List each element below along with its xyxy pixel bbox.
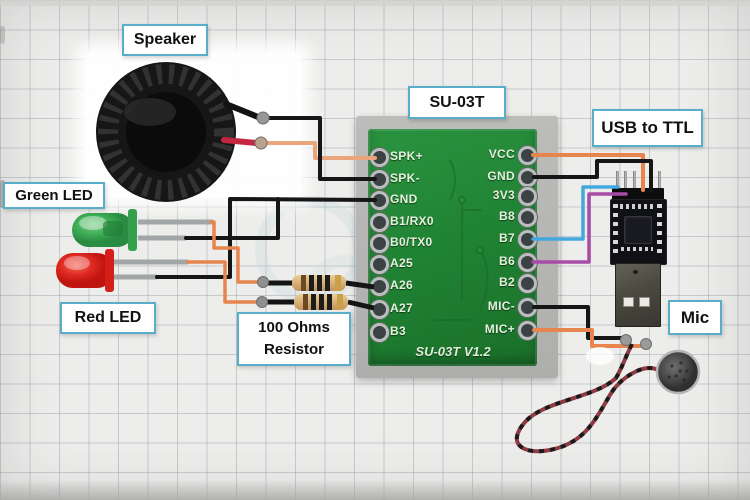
red-led: [56, 249, 188, 292]
usb-pad-column: [657, 204, 662, 258]
speaker-photo-backdrop: [85, 52, 301, 198]
paper-smudge: [0, 180, 5, 208]
pcb-pad: [369, 147, 389, 167]
pcb-pad: [517, 229, 537, 249]
pcb-pad: [517, 252, 537, 272]
pin-label-mic-plus: MIC+: [484, 322, 515, 336]
usb-silkscreen: [620, 204, 654, 209]
pin-label-3v3: 3V3: [492, 188, 515, 202]
su03t-label: SU-03T: [408, 86, 506, 119]
pin-label-b6: B6: [499, 254, 515, 268]
su03t-label-text: SU-03T: [429, 93, 485, 111]
green-led-label: Green LED: [3, 182, 105, 209]
usb-pad-column: [613, 204, 618, 258]
resistor-label: 100 Ohms Resistor: [237, 312, 351, 366]
usb-chip: [624, 216, 652, 244]
pcb-pad: [369, 233, 389, 253]
pin-label-gnd-left: GND: [390, 192, 418, 206]
pin-label-spk-plus: SPK+: [390, 149, 423, 163]
pcb-pad: [369, 276, 389, 296]
pcb-pad: [517, 273, 537, 293]
red-led-label: Red LED: [60, 302, 156, 334]
pcb-pad: [517, 167, 537, 187]
pin-label-b3: B3: [390, 324, 406, 338]
usb-connector-hole: [633, 270, 638, 274]
wire-green-anode-to-resistor: [209, 220, 260, 284]
usb-contact-slot: [639, 297, 650, 307]
pin-label-b1rx0: B1/RX0: [390, 214, 434, 228]
green-led-label-text: Green LED: [15, 187, 93, 204]
pcb-pad: [369, 169, 389, 189]
pcb-pad: [517, 320, 537, 340]
speaker-label-text: Speaker: [133, 31, 197, 48]
usb-ttl-label: USB to TTL: [592, 109, 703, 147]
pin-label-b8: B8: [499, 209, 515, 223]
usb-silkscreen: [621, 247, 653, 251]
green-led: [72, 209, 213, 251]
pcb-pad: [369, 212, 389, 232]
paper-edge-bottom: [0, 480, 750, 500]
pin-label-b2: B2: [499, 275, 515, 289]
pin-label-b0tx0: B0/TX0: [390, 235, 433, 249]
resistor-label-line2: Resistor: [263, 341, 325, 358]
pcb-pad: [517, 186, 537, 206]
paper-edge-top: [0, 0, 750, 6]
pin-label-a25: A25: [390, 256, 413, 270]
pcb-pad: [369, 322, 389, 342]
red-led-label-text: Red LED: [74, 309, 142, 326]
pcb-pad: [369, 299, 389, 319]
wire-red-anode-to-resistor: [186, 260, 259, 304]
mic-label: Mic: [668, 300, 722, 335]
usb-ttl-label-text: USB to TTL: [601, 118, 694, 137]
pcb-pad: [517, 145, 537, 165]
pin-label-mic-minus: MIC-: [487, 299, 515, 313]
pin-label-a27: A27: [390, 301, 413, 315]
usb-header-pin: [658, 171, 661, 198]
usb-connector: [615, 263, 661, 327]
paper-smudge: [0, 26, 5, 44]
pin-label-b7: B7: [499, 231, 515, 245]
mic-label-text: Mic: [680, 307, 710, 327]
pcb-pad: [517, 297, 537, 317]
pin-label-a26: A26: [390, 278, 413, 292]
pcb-pad: [369, 254, 389, 274]
mic-capsule: [655, 349, 701, 395]
pin-label-gnd-right: GND: [487, 169, 515, 183]
pcb-pad: [517, 207, 537, 227]
speaker-label: Speaker: [122, 24, 208, 56]
pin-label-spk-minus: SPK-: [390, 171, 420, 185]
usb-contact-slot: [623, 297, 634, 307]
pin-label-vcc: VCC: [488, 147, 515, 161]
pcb-footer-text: SU-03T V1.2: [415, 344, 491, 359]
pcb-pad: [369, 190, 389, 210]
resistor-label-line1: 100 Ohms: [258, 319, 330, 337]
